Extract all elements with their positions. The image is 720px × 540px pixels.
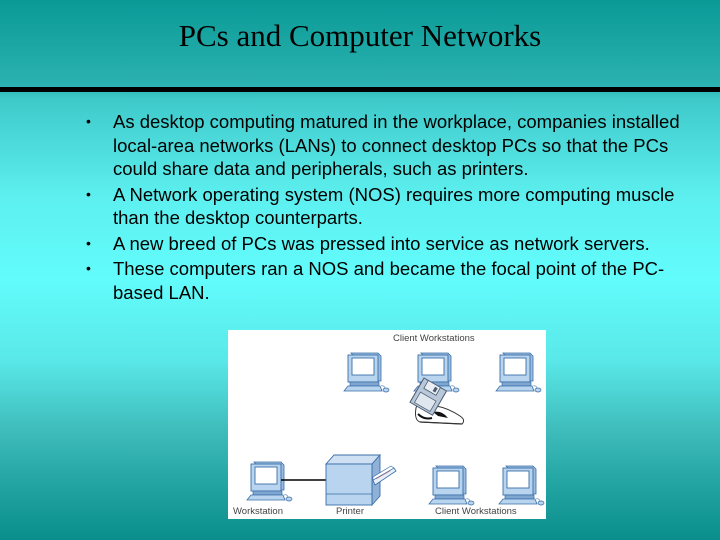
bullet-item: • As desktop computing matured in the wo… bbox=[86, 110, 706, 181]
computer-icon bbox=[246, 461, 293, 502]
bullet-text: A Network operating system (NOS) require… bbox=[113, 183, 675, 229]
bullet-text: As desktop computing matured in the work… bbox=[113, 111, 680, 179]
title-divider bbox=[0, 87, 720, 92]
bullet-dot: • bbox=[86, 260, 91, 276]
computer-icon bbox=[498, 465, 545, 506]
bullet-item: • These computers ran a NOS and became t… bbox=[86, 257, 706, 304]
computer-icon bbox=[343, 352, 390, 393]
bullet-dot: • bbox=[86, 185, 91, 202]
bullet-item: • A Network operating system (NOS) requi… bbox=[86, 183, 706, 230]
slide-title-text: PCs and Computer Networks bbox=[178, 18, 542, 53]
printer-label: Printer bbox=[336, 506, 364, 517]
bullet-text: A new breed of PCs was pressed into serv… bbox=[113, 232, 650, 254]
top-client-workstations-label: Client Workstations bbox=[393, 333, 475, 344]
computer-icon bbox=[428, 465, 475, 506]
computer-icon bbox=[495, 352, 542, 393]
slide-title: PCs and Computer Networks bbox=[0, 18, 720, 54]
workstation-label: Workstation bbox=[233, 506, 283, 517]
bullet-dot: • bbox=[86, 234, 91, 251]
bullet-dot: • bbox=[86, 113, 91, 129]
bullet-list: • As desktop computing matured in the wo… bbox=[86, 110, 706, 306]
floppy-disk-icon bbox=[409, 377, 448, 416]
bullet-text: These computers ran a NOS and became the… bbox=[113, 258, 665, 303]
network-diagram: Client Workstations Workstation Printer … bbox=[228, 330, 546, 519]
printer-icon bbox=[324, 453, 397, 507]
bottom-client-workstations-label: Client Workstations bbox=[435, 506, 517, 517]
bullet-item: • A new breed of PCs was pressed into se… bbox=[86, 232, 706, 256]
